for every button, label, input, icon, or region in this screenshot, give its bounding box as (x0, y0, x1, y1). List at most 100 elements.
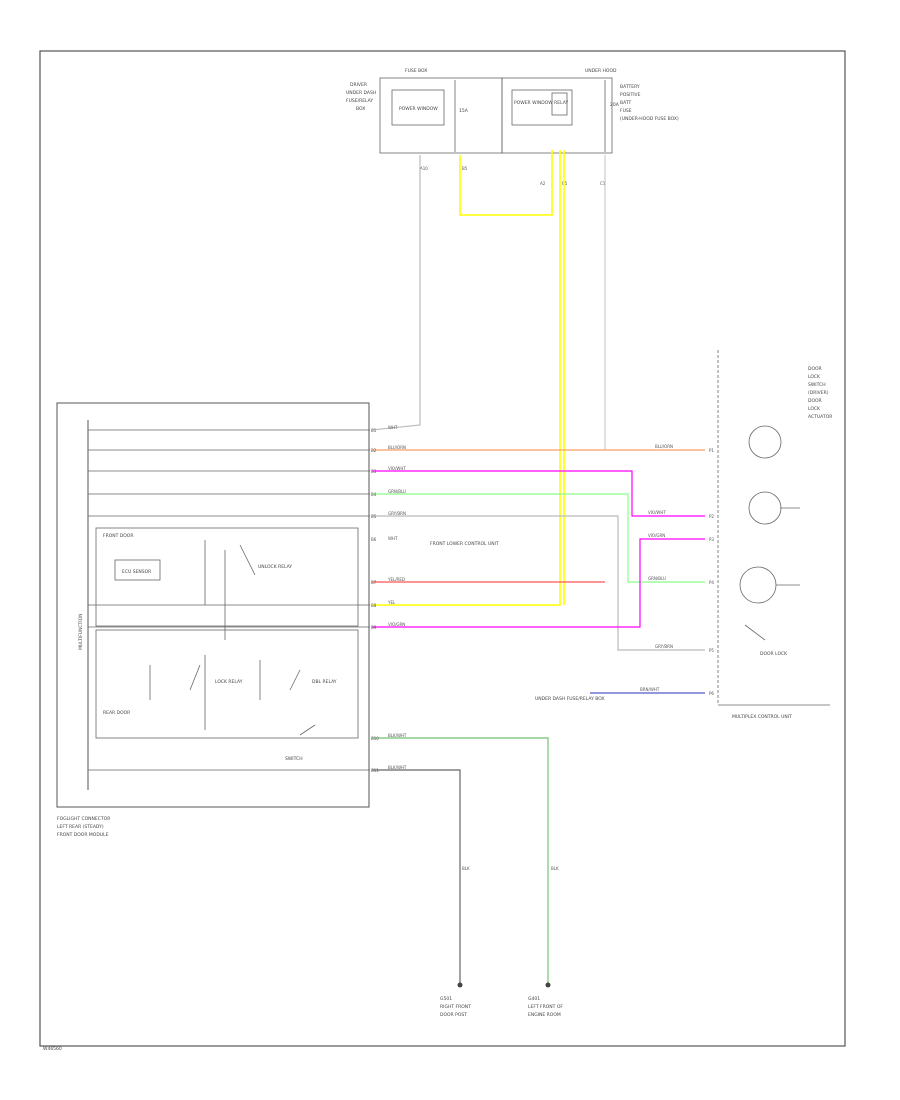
svg-text:LEFT REAR (STEADY): LEFT REAR (STEADY) (57, 824, 104, 830)
svg-text:BLU/ORN: BLU/ORN (655, 444, 673, 449)
svg-text:DOOR: DOOR (808, 366, 822, 372)
svg-text:B1: B1 (371, 428, 377, 433)
svg-text:DOOR POST: DOOR POST (440, 1012, 467, 1018)
svg-text:YEL/RED: YEL/RED (387, 577, 405, 582)
svg-text:DOOR: DOOR (808, 398, 822, 404)
svg-text:BLK/WHT: BLK/WHT (388, 733, 407, 738)
svg-text:FUSE/RELAY: FUSE/RELAY (346, 98, 373, 104)
svg-text:BLU/ORN: BLU/ORN (388, 445, 406, 450)
svg-text:POWER WINDOW: POWER WINDOW (399, 106, 438, 112)
svg-text:B3: B3 (371, 469, 377, 474)
svg-text:BLK: BLK (551, 866, 559, 871)
svg-text:G501: G501 (440, 996, 452, 1002)
svg-text:P1: P1 (709, 448, 714, 453)
svg-text:DBL RELAY: DBL RELAY (312, 679, 337, 685)
svg-text:B5: B5 (562, 181, 568, 186)
bottom-grounds: BLK BLK G501 RIGHT FRONT DOOR POST G401 … (440, 866, 563, 1018)
svg-text:GRY/BRN: GRY/BRN (388, 511, 406, 516)
svg-text:UNDER DASH: UNDER DASH (346, 90, 376, 96)
top-left-fuse-box: FUSE BOX POWER WINDOW 15A DRIVER UNDER D… (346, 68, 503, 171)
footer-code: W46560 (43, 1046, 62, 1052)
svg-text:LEFT FRONT OF: LEFT FRONT OF (528, 1004, 563, 1010)
svg-text:FRONT DOOR MODULE: FRONT DOOR MODULE (57, 832, 109, 838)
wire-ground-black (372, 769, 461, 985)
svg-text:LOCK RELAY: LOCK RELAY (215, 679, 243, 685)
svg-text:GRY/BRN: GRY/BRN (655, 644, 673, 649)
svg-text:ECU SENSOR: ECU SENSOR (122, 569, 151, 575)
svg-text:FUSE: FUSE (620, 108, 632, 114)
svg-text:A2: A2 (540, 181, 546, 186)
left-module: ECU SENSOR FRONT DOOR REAR DOOR MULTIFUN… (56, 402, 499, 838)
svg-text:B5: B5 (371, 514, 377, 519)
svg-text:B5: B5 (462, 166, 468, 171)
svg-text:MULTIFUNCTION: MULTIFUNCTION (78, 613, 84, 650)
svg-text:GRN/BLU: GRN/BLU (388, 489, 406, 494)
svg-text:ENGINE ROOM: ENGINE ROOM (528, 1012, 561, 1018)
wire-violet-1 (372, 470, 705, 517)
svg-text:FOGLIGHT CONNECTOR: FOGLIGHT CONNECTOR (57, 816, 110, 822)
svg-text:BLK/WHT: BLK/WHT (388, 765, 407, 770)
svg-text:RIGHT FRONT: RIGHT FRONT (440, 1004, 471, 1010)
svg-text:LOCK: LOCK (808, 374, 821, 380)
svg-text:WHT: WHT (388, 536, 398, 541)
svg-text:(DRIVER): (DRIVER) (808, 390, 829, 396)
svg-text:15A: 15A (459, 108, 469, 114)
svg-text:BLK: BLK (462, 866, 470, 871)
wire-yellow-1 (459, 150, 553, 216)
svg-text:UNDER DASH FUSE/RELAY BOX: UNDER DASH FUSE/RELAY BOX (535, 696, 605, 702)
svg-text:G401: G401 (528, 996, 540, 1002)
svg-text:FRONT DOOR: FRONT DOOR (103, 533, 133, 539)
svg-text:(UNDER-HOOD FUSE BOX): (UNDER-HOOD FUSE BOX) (620, 116, 679, 122)
svg-text:BATT: BATT (620, 100, 631, 106)
svg-text:P4: P4 (709, 580, 714, 585)
svg-text:DRIVER: DRIVER (350, 82, 367, 88)
svg-text:C1: C1 (600, 181, 606, 186)
svg-text:MULTIPLEX CONTROL UNIT: MULTIPLEX CONTROL UNIT (732, 714, 792, 720)
svg-text:P5: P5 (709, 648, 714, 653)
wire-green (372, 493, 705, 583)
svg-text:POWER WINDOW RELAY: POWER WINDOW RELAY (514, 100, 568, 106)
wire-white-top (371, 155, 421, 431)
wire-violet-2 (372, 538, 705, 628)
svg-text:DOOR LOCK: DOOR LOCK (760, 651, 788, 657)
svg-text:BATTERY: BATTERY (620, 84, 640, 90)
right-module: MULTIPLEX CONTROL UNIT DOOR LOCK SWITCH … (535, 350, 832, 720)
svg-text:VIO/GRN: VIO/GRN (388, 622, 405, 627)
svg-text:A10: A10 (420, 166, 428, 171)
svg-text:ACTUATOR: ACTUATOR (808, 414, 832, 420)
svg-text:UNDER HOOD: UNDER HOOD (585, 68, 617, 74)
svg-text:B4: B4 (371, 492, 377, 497)
svg-text:P2: P2 (709, 514, 714, 519)
svg-text:YEL: YEL (387, 600, 396, 605)
wire-gray (372, 515, 705, 651)
svg-text:SWITCH: SWITCH (285, 756, 303, 762)
svg-text:B7: B7 (371, 580, 377, 585)
svg-text:B2: B2 (371, 448, 377, 453)
svg-text:B9: B9 (371, 625, 377, 630)
svg-text:VIO/GRN: VIO/GRN (648, 533, 665, 538)
svg-text:20A: 20A (610, 102, 620, 108)
svg-text:UNLOCK RELAY: UNLOCK RELAY (258, 564, 292, 570)
svg-text:P6: P6 (709, 691, 714, 696)
svg-text:WHT: WHT (388, 425, 398, 430)
svg-text:B8: B8 (371, 603, 377, 608)
svg-text:VIO/WHT: VIO/WHT (648, 510, 666, 515)
svg-text:VIO/WHT: VIO/WHT (388, 466, 406, 471)
svg-text:B6: B6 (371, 537, 377, 542)
svg-text:BRN/WHT: BRN/WHT (640, 687, 660, 692)
svg-text:LOCK: LOCK (808, 406, 821, 412)
svg-text:B11: B11 (371, 768, 379, 773)
diagram-frame (39, 50, 846, 1047)
svg-text:P3: P3 (709, 537, 714, 542)
svg-text:REAR DOOR: REAR DOOR (103, 710, 130, 716)
svg-text:FRONT LOWER CONTROL UNIT: FRONT LOWER CONTROL UNIT (430, 541, 499, 547)
top-right-fuse-box: UNDER HOOD POWER WINDOW RELAY 20A BATTER… (501, 68, 679, 186)
left-module-pins: B1 B2 B3 B4 B5 B6 B7 B8 B9 B10 B11 WHT B… (371, 425, 407, 773)
wire-ground-green (372, 737, 549, 985)
svg-text:B10: B10 (371, 736, 379, 741)
svg-text:SWITCH: SWITCH (808, 382, 826, 388)
svg-text:POSITIVE: POSITIVE (620, 92, 641, 98)
svg-text:FUSE BOX: FUSE BOX (405, 68, 427, 74)
svg-text:BOX: BOX (356, 106, 365, 112)
